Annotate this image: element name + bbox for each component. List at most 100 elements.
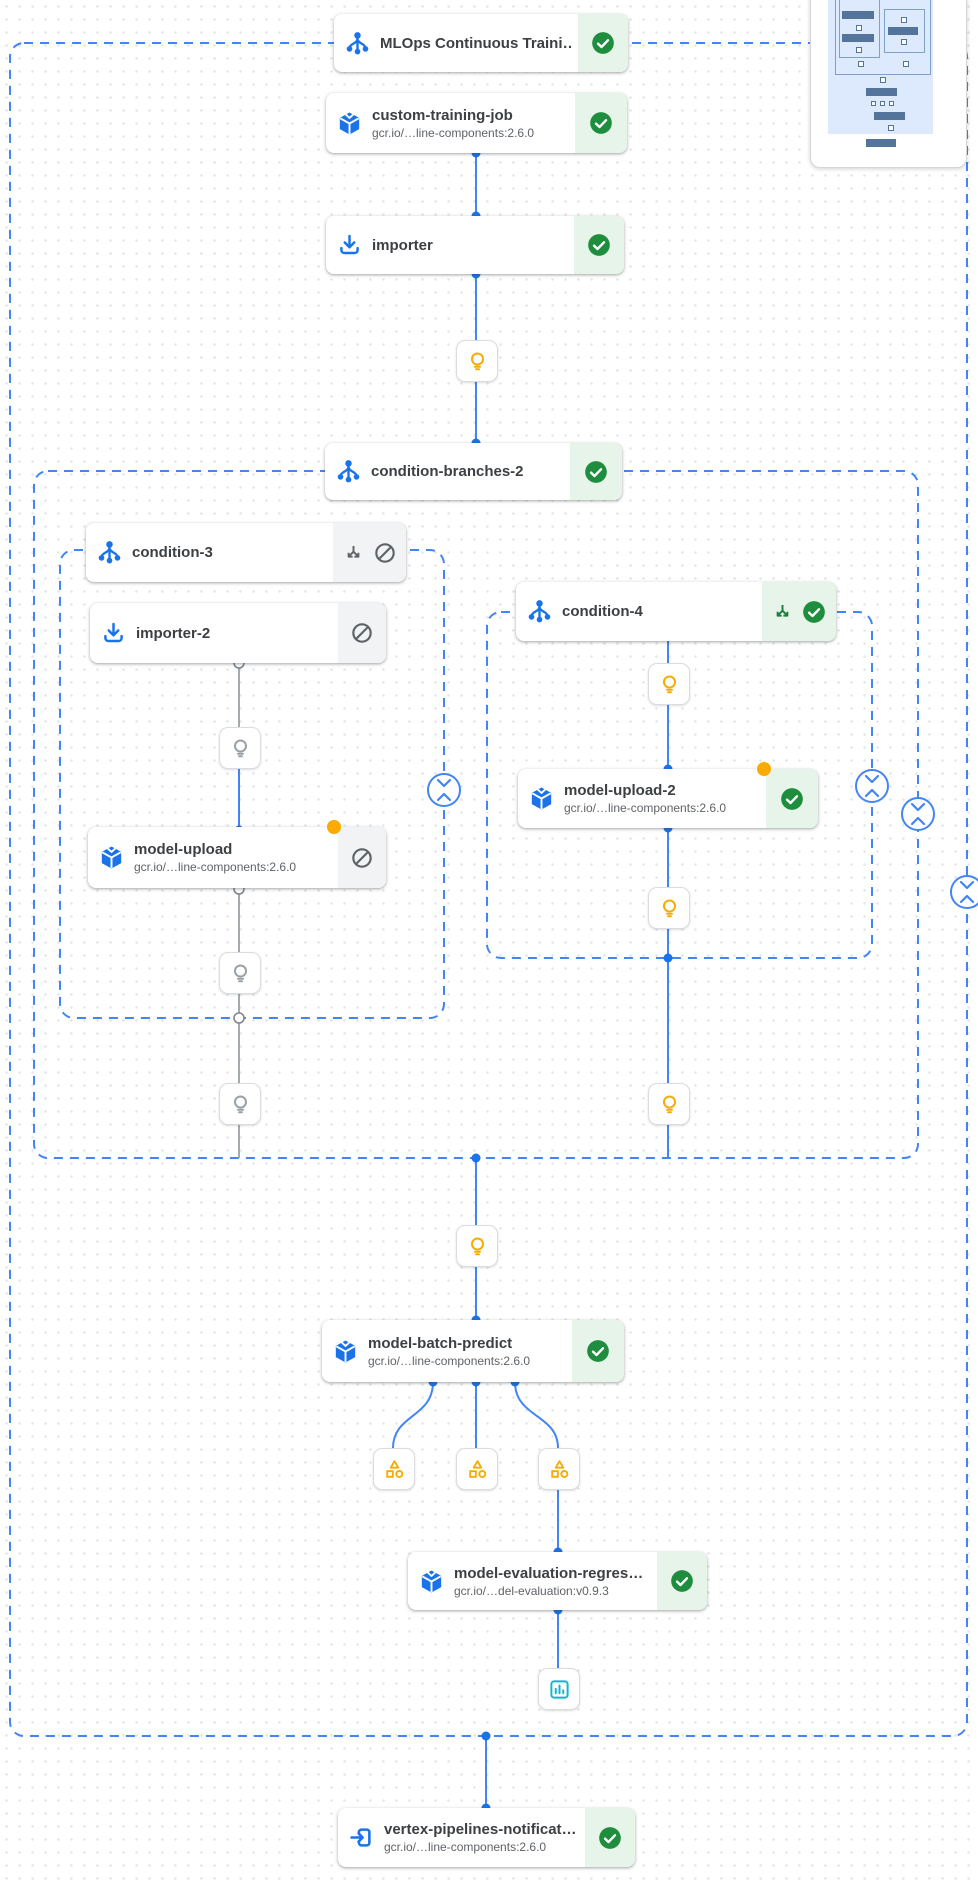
- pipeline-node-model-upload[interactable]: model-upload gcr.io/…line-components:2.6…: [88, 820, 386, 888]
- condition-icon: [516, 582, 562, 641]
- lightbulb-artifact[interactable]: [456, 1225, 498, 1267]
- minimap-artifact: [903, 61, 909, 67]
- minimap-artifact: [880, 77, 886, 83]
- node-title: condition-4: [562, 603, 643, 620]
- branch-split-icon: [771, 600, 794, 623]
- lightbulb-artifact[interactable]: [648, 887, 690, 929]
- minimap[interactable]: [810, 0, 967, 168]
- analytics-chart-artifact[interactable]: [538, 1668, 580, 1710]
- minimap-group: [839, 0, 880, 58]
- collapse-button-root[interactable]: [950, 875, 978, 909]
- minimap-artifact: [901, 39, 907, 45]
- check-icon: [801, 599, 827, 625]
- lightbulb-icon: [657, 896, 682, 921]
- download-icon: [90, 603, 136, 663]
- status-skipped: [338, 827, 386, 888]
- pipeline-node-vertex-pipelines-notification[interactable]: vertex-pipelines-notificat… gcr.io/…line…: [338, 1808, 635, 1867]
- lightbulb-icon: [228, 1092, 253, 1117]
- metrics-shapes-artifact[interactable]: [456, 1448, 498, 1490]
- cube-icon: [408, 1552, 454, 1610]
- condition-icon: [325, 443, 371, 500]
- minimap-artifact: [888, 125, 894, 131]
- collapse-button-condition-4[interactable]: [855, 769, 889, 803]
- node-subtitle: gcr.io/…line-components:2.6.0: [368, 1353, 531, 1368]
- skipped-icon: [372, 540, 398, 566]
- pipeline-node-condition-4[interactable]: condition-4: [516, 582, 836, 641]
- collapse-button-condition-3[interactable]: [427, 773, 461, 807]
- node-title: importer-2: [136, 624, 211, 642]
- status-succeeded: [572, 1320, 624, 1382]
- minimap-node: [866, 88, 897, 96]
- node-title: model-upload: [134, 841, 233, 858]
- minimap-node: [874, 112, 905, 120]
- pipeline-node-mlops-root[interactable]: MLOps Continuous Traini…: [334, 14, 628, 72]
- lightbulb-icon: [465, 1234, 490, 1259]
- status-skipped: [333, 523, 406, 582]
- node-subtitle: gcr.io/…line-components:2.6.0: [564, 801, 727, 815]
- status-succeeded: [570, 443, 622, 500]
- node-title: custom-training-job: [372, 106, 513, 124]
- skipped-icon: [349, 845, 375, 871]
- node-subtitle: gcr.io/…line-components:2.6.0: [134, 860, 297, 874]
- lightbulb-artifact[interactable]: [219, 727, 261, 769]
- status-succeeded: [575, 93, 627, 153]
- minimap-artifact: [901, 17, 907, 23]
- minimap-artifact: [856, 25, 862, 31]
- lightbulb-artifact[interactable]: [219, 1083, 261, 1125]
- status-succeeded: [766, 769, 818, 828]
- warning-dot: [757, 762, 771, 776]
- cube-icon: [322, 1320, 368, 1382]
- minimap-artifact: [858, 61, 864, 67]
- bar-chart-icon: [547, 1677, 572, 1702]
- status-succeeded: [578, 14, 628, 72]
- pipeline-node-condition-3[interactable]: condition-3: [86, 523, 406, 582]
- cube-icon: [326, 93, 372, 153]
- pipeline-node-importer[interactable]: importer: [326, 216, 624, 274]
- condition-icon: [86, 523, 132, 582]
- lightbulb-icon: [657, 672, 682, 697]
- status-succeeded: [574, 216, 624, 274]
- node-title: MLOps Continuous Traini…: [380, 34, 572, 52]
- metrics-shapes-artifact[interactable]: [373, 1448, 415, 1490]
- lightbulb-artifact[interactable]: [648, 663, 690, 705]
- node-title: vertex-pipelines-notificat…: [384, 1821, 577, 1838]
- exit-icon: [338, 1808, 384, 1867]
- pipeline-node-model-upload-2[interactable]: model-upload-2 gcr.io/…line-components:2…: [518, 762, 818, 828]
- minimap-artifact: [871, 101, 876, 106]
- status-succeeded: [657, 1552, 707, 1610]
- pipeline-node-importer-2[interactable]: importer-2: [90, 603, 386, 663]
- minimap-artifact: [889, 101, 894, 106]
- minimap-node: [888, 27, 918, 35]
- minimap-group: [835, 0, 931, 75]
- lightbulb-artifact[interactable]: [648, 1083, 690, 1125]
- status-succeeded: [585, 1808, 635, 1867]
- skipped-icon: [349, 620, 375, 646]
- lightbulb-icon: [657, 1092, 682, 1117]
- lightbulb-icon: [228, 736, 253, 761]
- node-title: model-evaluation-regres…: [454, 1564, 644, 1582]
- node-subtitle: gcr.io/…line-components:2.6.0: [384, 1840, 547, 1854]
- shapes-icon: [382, 1457, 407, 1482]
- lightbulb-artifact[interactable]: [456, 340, 498, 382]
- metrics-shapes-artifact[interactable]: [538, 1448, 580, 1490]
- pipeline-node-custom-training-job[interactable]: custom-training-job gcr.io/…line-compone…: [326, 93, 627, 153]
- minimap-artifact: [880, 101, 885, 106]
- shapes-icon: [465, 1457, 490, 1482]
- minimap-node: [842, 11, 874, 19]
- status-skipped: [338, 603, 386, 663]
- cube-icon: [518, 769, 564, 828]
- node-title: model-upload-2: [564, 782, 676, 799]
- pipeline-node-model-evaluation-regression[interactable]: model-evaluation-regres… gcr.io/…del-eva…: [408, 1552, 707, 1610]
- cube-icon: [88, 827, 134, 888]
- lightbulb-artifact[interactable]: [219, 952, 261, 994]
- node-title: importer: [372, 236, 433, 254]
- collapse-button-condition-branches-2[interactable]: [901, 797, 935, 831]
- lightbulb-icon: [465, 349, 490, 374]
- pipeline-node-condition-branches-2[interactable]: condition-branches-2: [325, 443, 622, 500]
- warning-dot: [327, 820, 341, 834]
- lightbulb-icon: [228, 961, 253, 986]
- pipeline-node-model-batch-predict[interactable]: model-batch-predict gcr.io/…line-compone…: [322, 1320, 624, 1382]
- minimap-viewport[interactable]: [828, 0, 933, 134]
- minimap-node: [866, 139, 896, 147]
